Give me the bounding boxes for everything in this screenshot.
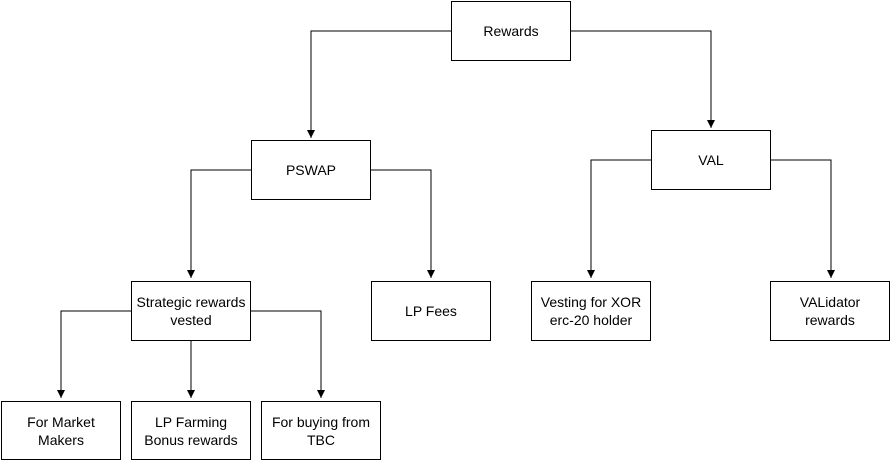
- node-buying-tbc[interactable]: For buying from TBC: [261, 401, 381, 460]
- node-rewards-label: Rewards: [483, 23, 539, 39]
- node-validator-rewards[interactable]: VALidator rewards: [770, 281, 890, 341]
- node-vesting-xor[interactable]: Vesting for XOR erc-20 holder: [531, 281, 651, 341]
- edge-strategic-tbc: [251, 310, 325, 398]
- edge-pswap-lpfees: [371, 169, 435, 278]
- node-validator-rewards-label: VALidator rewards: [799, 294, 861, 328]
- node-pswap-label: PSWAP: [285, 162, 337, 178]
- node-strategic-rewards[interactable]: Strategic rewards vested: [131, 281, 251, 341]
- node-market-makers[interactable]: For Market Makers: [1, 401, 121, 460]
- edge-strategic-marketmakers: [57, 310, 131, 398]
- node-val-label: VAL: [698, 152, 724, 168]
- node-val[interactable]: VAL: [651, 130, 771, 190]
- node-lp-farming[interactable]: LP Farming Bonus rewards: [131, 401, 251, 460]
- node-lp-fees[interactable]: LP Fees: [371, 281, 491, 341]
- node-lp-fees-label: LP Fees: [405, 303, 457, 319]
- edge-rewards-pswap: [307, 30, 451, 138]
- node-pswap[interactable]: PSWAP: [251, 140, 371, 200]
- edge-val-vesting: [587, 159, 651, 278]
- edge-rewards-val: [571, 30, 715, 128]
- node-rewards[interactable]: Rewards: [451, 1, 571, 61]
- node-market-makers-label: For Market Makers: [27, 413, 95, 448]
- edge-val-validator: [771, 159, 835, 278]
- node-lp-farming-label: LP Farming Bonus rewards: [144, 413, 238, 448]
- node-strategic-rewards-label: Strategic rewards vested: [136, 294, 246, 328]
- node-buying-tbc-label: For buying from TBC: [271, 413, 371, 448]
- node-vesting-xor-label: Vesting for XOR erc-20 holder: [540, 294, 642, 328]
- edge-pswap-strategic: [187, 169, 251, 278]
